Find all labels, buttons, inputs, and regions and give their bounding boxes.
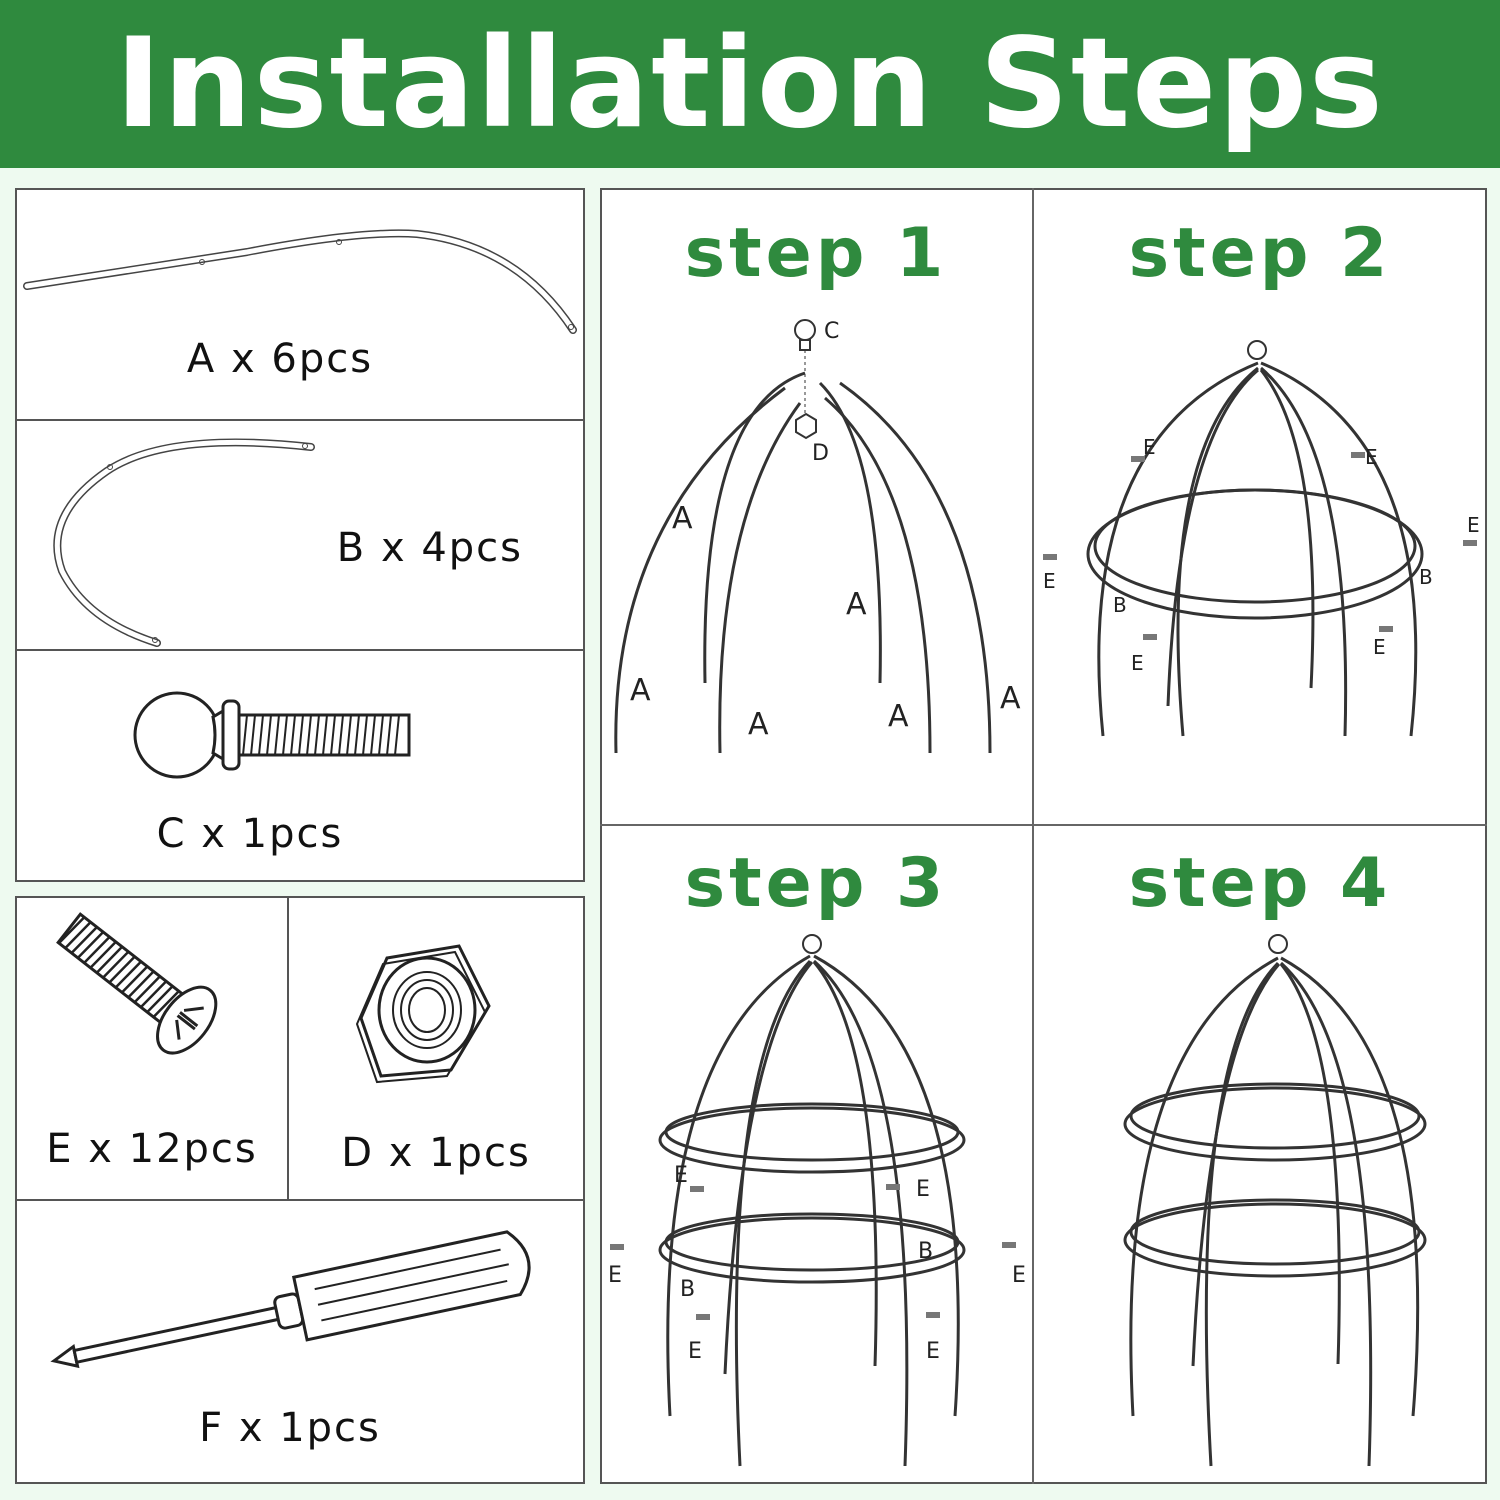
step-2-panel: step 2 E E E E E E B B — [1033, 188, 1487, 824]
part-e-label: E x 12pcs — [46, 1126, 258, 1172]
step-1-panel: step 1 C D A A A A A A — [600, 188, 1032, 824]
step-4-diagram — [1123, 934, 1427, 1467]
callout-e: E — [1373, 635, 1386, 659]
callout-b: B — [1113, 593, 1127, 617]
step-2-title: step 2 — [1128, 214, 1392, 293]
callout-e: E — [916, 1177, 930, 1202]
part-d-label: D x 1pcs — [341, 1130, 531, 1176]
callout-b: B — [680, 1277, 695, 1302]
nut-d-illustration — [355, 944, 491, 1084]
rod-a-illustration — [23, 229, 577, 334]
ring-b-illustration — [53, 438, 315, 647]
step-3-panel: step 3 E E E E E E B B — [600, 826, 1032, 1484]
part-f-label: F x 1pcs — [199, 1405, 381, 1451]
callout-a: A — [1000, 681, 1021, 716]
finial-c-illustration — [133, 691, 411, 779]
step-1-diagram: C D A A A A A A — [614, 319, 1021, 754]
step-2-diagram: E E E E E E B B — [1043, 340, 1480, 737]
callout-e: E — [1365, 445, 1378, 469]
callout-d: D — [812, 441, 829, 466]
callout-e: E — [688, 1339, 702, 1364]
callout-e: E — [1143, 435, 1156, 459]
steps-vertical-divider — [1032, 188, 1034, 1484]
page-title: Installation Steps — [115, 12, 1385, 156]
callout-a: A — [672, 501, 693, 536]
callout-a: A — [630, 673, 651, 708]
part-a-label: A x 6pcs — [186, 336, 374, 382]
part-e-panel: E x 12pcs — [15, 896, 289, 1201]
part-a-panel: A x 6pcs — [15, 188, 585, 421]
header-banner: Installation Steps — [0, 0, 1500, 168]
part-f-panel: F x 1pcs — [15, 1199, 585, 1484]
callout-e: E — [1012, 1263, 1026, 1288]
part-b-label: B x 4pcs — [336, 525, 523, 571]
callout-b: B — [918, 1239, 933, 1264]
steps-horizontal-divider — [600, 824, 1487, 826]
callout-e: E — [674, 1163, 688, 1188]
callout-a: A — [888, 699, 909, 734]
callout-e: E — [1467, 513, 1480, 537]
part-d-panel: D x 1pcs — [287, 896, 585, 1201]
step-4-panel: step 4 — [1033, 826, 1487, 1484]
callout-e: E — [1043, 569, 1056, 593]
screw-e-illustration — [56, 912, 218, 1055]
callout-e: E — [1131, 651, 1144, 675]
part-b-panel: B x 4pcs — [15, 419, 585, 651]
callout-a: A — [846, 587, 867, 622]
step-3-title: step 3 — [684, 844, 948, 923]
step-3-diagram: E E E E E E B B — [608, 934, 1026, 1467]
callout-e: E — [926, 1339, 940, 1364]
part-c-panel: C x 1pcs — [15, 649, 585, 882]
callout-c: C — [824, 319, 839, 344]
part-c-label: C x 1pcs — [156, 811, 344, 857]
callout-a: A — [748, 707, 769, 742]
screwdriver-f-illustration — [50, 1230, 531, 1369]
callout-e: E — [608, 1263, 622, 1288]
callout-b: B — [1419, 565, 1433, 589]
step-1-title: step 1 — [684, 214, 948, 293]
step-4-title: step 4 — [1128, 844, 1392, 923]
